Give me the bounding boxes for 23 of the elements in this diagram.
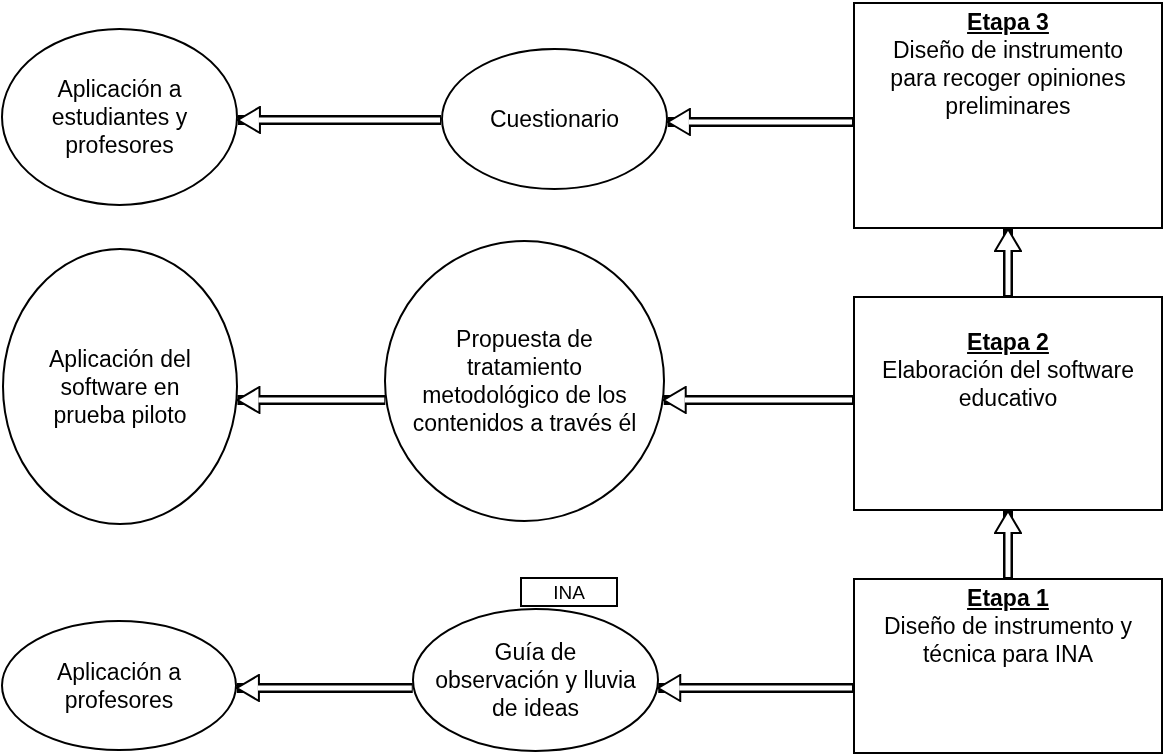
node-label: Aplicación del software en prueba piloto xyxy=(48,344,192,429)
stage-heading: Etapa 1 xyxy=(967,584,1049,612)
node-label: Propuesta de tratamiento metodológico de los contenidos a través él xyxy=(411,325,638,437)
node-label: Cuestionario xyxy=(489,105,620,133)
node-label: Diseño de instrumento y técnica para INA xyxy=(883,612,1133,668)
oval-node xyxy=(384,240,665,522)
process-box xyxy=(853,296,1163,511)
stage-heading: Etapa 3 xyxy=(967,8,1049,36)
node-label: Aplicación a estudiantes y profesores xyxy=(50,75,189,159)
stage-heading: Etapa 2 xyxy=(967,328,1049,356)
node-label: Guía de observación y lluvia de ideas xyxy=(434,638,637,722)
node-label: INA xyxy=(553,581,585,605)
process-box xyxy=(853,578,1163,754)
node-label: Elaboración del software educativo xyxy=(881,356,1135,412)
process-box xyxy=(520,577,618,607)
node-label: Aplicación a profesores xyxy=(56,657,182,714)
oval-node xyxy=(441,48,668,190)
oval-node xyxy=(412,608,659,752)
process-box xyxy=(853,2,1163,229)
oval-node xyxy=(1,28,238,206)
node-label: Diseño de instrumento para recoger opiniones preliminares xyxy=(889,36,1127,120)
oval-node xyxy=(2,248,238,525)
oval-node xyxy=(1,620,237,751)
